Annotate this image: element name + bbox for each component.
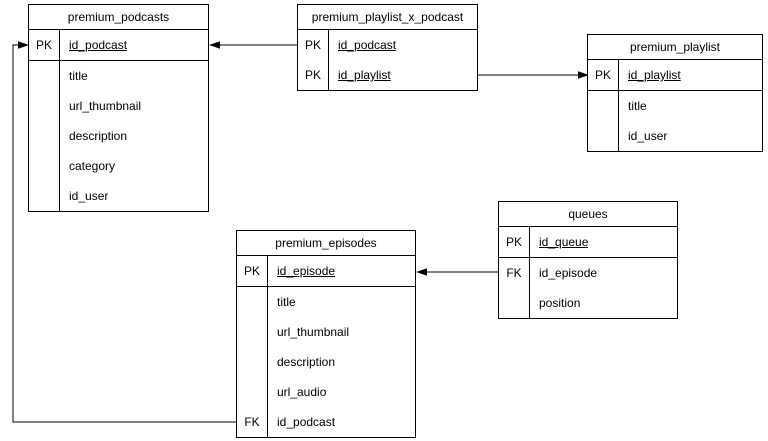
field-row-id_podcast: FK id_podcast — [237, 407, 415, 437]
field-name: url_thumbnail — [277, 325, 350, 339]
field-name: title — [277, 295, 296, 309]
entity-section: title id_user — [588, 90, 762, 151]
field-row-id_podcast: PK id_podcast — [29, 30, 208, 60]
key-label — [29, 61, 60, 91]
key-label: FK — [237, 407, 268, 437]
field-row-url_thumbnail: url_thumbnail — [237, 317, 415, 347]
arrowhead-right-icon — [18, 41, 29, 49]
field-name: id_podcast — [69, 38, 128, 52]
field-row-category: category — [29, 151, 208, 181]
key-label — [237, 377, 268, 407]
field-name: title — [69, 69, 88, 83]
key-label: PK — [588, 60, 619, 90]
field-name: id_user — [69, 189, 109, 203]
field-row-id_playlist: PK id_playlist — [298, 60, 477, 90]
field-name: id_user — [628, 129, 668, 143]
key-label: PK — [298, 30, 329, 60]
entity-title: queues — [499, 202, 677, 227]
entity-title: premium_playlist — [588, 35, 762, 60]
key-label — [588, 121, 619, 151]
field-row-id_playlist: PK id_playlist — [588, 60, 762, 90]
key-label: PK — [499, 227, 530, 257]
field-row-position: position — [499, 288, 677, 318]
arrowhead-left-icon — [209, 41, 220, 49]
field-row-title: title — [237, 287, 415, 317]
key-label: PK — [298, 60, 329, 90]
key-label — [237, 317, 268, 347]
entity-section: PK id_playlist — [588, 60, 762, 90]
field-row-id_episode: FK id_episode — [499, 258, 677, 288]
key-label: PK — [237, 256, 268, 286]
field-row-title: title — [29, 61, 208, 91]
key-label — [237, 287, 268, 317]
field-row-id_episode: PK id_episode — [237, 256, 415, 286]
field-row-url_thumbnail: url_thumbnail — [29, 91, 208, 121]
field-name: url_thumbnail — [69, 99, 142, 113]
field-row-url_audio: url_audio — [237, 377, 415, 407]
field-row-id_queue: PK id_queue — [499, 227, 677, 257]
field-name: position — [539, 296, 581, 310]
connector-queues-to-episodes — [416, 268, 498, 276]
key-label — [29, 181, 60, 211]
key-label: FK — [499, 258, 530, 288]
entity-section: title url_thumbnail description category id_… — [29, 60, 208, 211]
field-row-id_user: id_user — [29, 181, 208, 211]
key-label — [237, 347, 268, 377]
connector-episodes-to-podcasts — [12, 41, 236, 423]
field-name: url_audio — [277, 385, 327, 399]
field-name: id_podcast — [277, 415, 336, 429]
entity-title: premium_playlist_x_podcast — [298, 5, 477, 30]
field-name: id_episode — [539, 266, 598, 280]
arrowhead-right-icon — [578, 71, 589, 79]
field-name: description — [277, 355, 336, 369]
entity-title: premium_podcasts — [29, 5, 208, 30]
field-row-id_podcast: PK id_podcast — [298, 30, 477, 60]
field-name: description — [69, 129, 128, 143]
entity-section: FK id_episode position — [499, 257, 677, 318]
field-row-description: description — [29, 121, 208, 151]
key-label — [499, 288, 530, 318]
entity-section: PK id_episode — [237, 256, 415, 286]
field-row-title: title — [588, 91, 762, 121]
entity-title: premium_episodes — [237, 231, 415, 256]
arrowhead-left-icon — [416, 268, 427, 276]
key-label — [29, 91, 60, 121]
key-label: PK — [29, 30, 60, 60]
entity-section: PK id_podcast — [29, 30, 208, 60]
key-label — [29, 151, 60, 181]
field-name: id_playlist — [338, 68, 391, 82]
field-name: category — [69, 159, 116, 173]
entity-section: PK id_queue — [499, 227, 677, 257]
field-row-description: description — [237, 347, 415, 377]
field-name: id_podcast — [338, 38, 397, 52]
connector-playlist-x-podcast-to-playlist — [478, 71, 589, 79]
connector-playlist-x-podcast-to-podcasts — [209, 41, 297, 49]
key-label — [29, 121, 60, 151]
field-name: id_playlist — [628, 68, 681, 82]
field-name: id_queue — [539, 235, 589, 249]
field-name: id_episode — [277, 264, 336, 278]
key-label — [588, 91, 619, 121]
field-name: title — [628, 99, 647, 113]
field-row-id_user: id_user — [588, 121, 762, 151]
